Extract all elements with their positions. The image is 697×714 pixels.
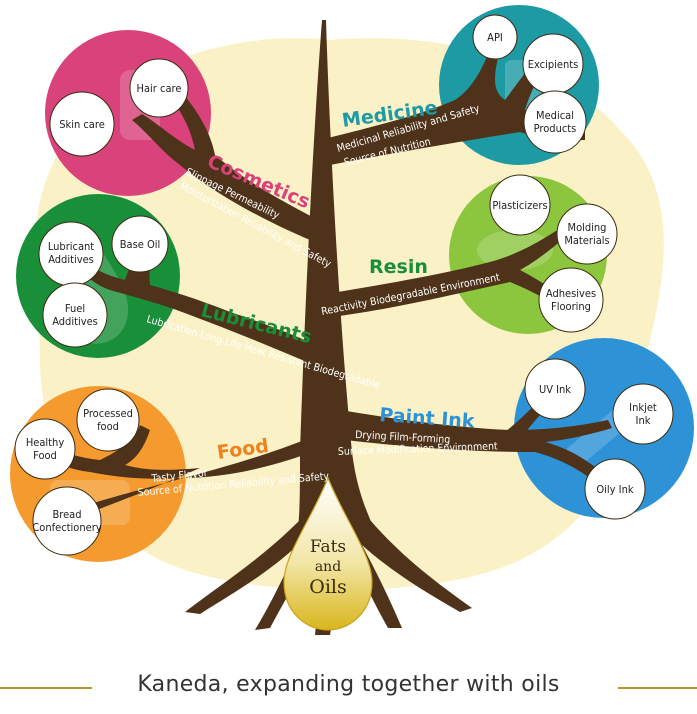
resin-label: Resin — [369, 256, 428, 278]
tagline: Kaneda, expanding together with oils — [137, 672, 560, 697]
oil-drop-label-2: and — [315, 559, 341, 575]
confectionery-text: Confectionery — [32, 521, 101, 534]
bubble-molding-materials — [556, 203, 618, 265]
bread-text: Bread — [52, 508, 81, 521]
healthy-food-text: Food — [33, 449, 57, 462]
hair-care-text: Hair care — [137, 82, 182, 95]
bubble-inkjet-ink — [612, 383, 674, 445]
food-branch — [40, 425, 304, 520]
paint-ink-attr-2: Surface Modification Environment — [338, 440, 498, 458]
adhesives-text: Adhesives — [546, 287, 596, 300]
processed-food-text: food — [97, 420, 119, 433]
resin-branch — [320, 225, 575, 318]
medicine-branch — [320, 45, 585, 165]
food-attr-1: Tasty Flavor — [150, 467, 208, 485]
bubble-medical-products — [523, 90, 587, 154]
cosmetics-branch — [132, 82, 322, 245]
fuel-text: Fuel — [65, 302, 85, 315]
oily-ink-text: Oily Ink — [596, 483, 633, 496]
products-text: Products — [534, 122, 577, 135]
bubble-adhesives-flooring — [538, 267, 604, 333]
bubble-uv-ink — [524, 358, 586, 420]
bubble-api — [472, 14, 518, 60]
materials-text: Materials — [564, 234, 609, 247]
footer-rule-left — [0, 687, 92, 689]
oil-drop-label-1: Fats — [310, 537, 346, 557]
bubbles — [14, 14, 674, 556]
footer-rule-right — [618, 687, 697, 689]
bubble-skin-care — [49, 91, 115, 157]
inkjet-ink-text: Ink — [636, 414, 651, 427]
inkjet-text: Inkjet — [629, 401, 657, 414]
plasticizers-text: Plasticizers — [492, 199, 547, 212]
footer: Kaneda, expanding together with oils — [0, 660, 697, 706]
bubble-healthy-food — [14, 418, 76, 480]
bubble-bread-confectionery — [32, 486, 102, 556]
excipients-text: Excipients — [528, 58, 579, 71]
oil-drop — [283, 476, 373, 631]
base-oil-text: Base Oil — [120, 238, 161, 251]
oil-drop-label-3: Oils — [309, 576, 346, 598]
bubble-processed-food — [76, 388, 140, 452]
bubble-oily-ink — [584, 458, 646, 520]
medical-text: Medical — [536, 109, 574, 122]
paint-ink-attr-1: Drying Film-Forming — [355, 429, 451, 446]
bubble-plasticizers — [489, 174, 551, 236]
healthy-text: Healthy — [26, 436, 65, 449]
lubricant-text: Lubricant — [48, 240, 94, 253]
bubble-fuel-additives — [42, 282, 108, 348]
api-text: API — [487, 31, 503, 44]
bubble-hair-care — [129, 58, 189, 118]
molding-text: Molding — [568, 221, 607, 234]
fuel-additives-text: Additives — [52, 315, 98, 328]
tree-trunk — [296, 20, 378, 540]
skin-care-text: Skin care — [59, 118, 105, 131]
bubble-base-oil — [111, 215, 169, 273]
paint-ink-branch — [340, 410, 620, 497]
processed-text: Processed — [83, 407, 133, 420]
uv-ink-text: UV Ink — [539, 383, 571, 396]
flooring-text: Flooring — [551, 300, 591, 313]
lubricant-additives-text: Additives — [48, 253, 94, 266]
